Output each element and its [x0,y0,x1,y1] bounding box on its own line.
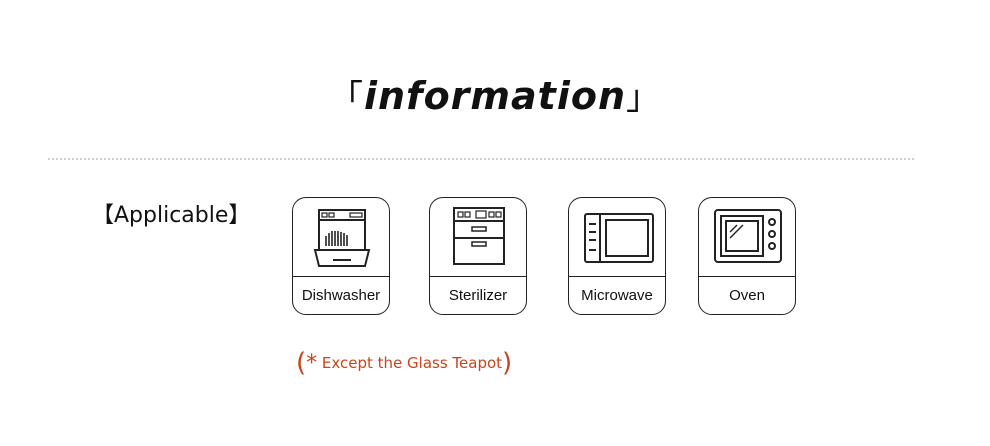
dishwasher-icon [293,198,389,276]
exception-note: (* Except the Glass Teapot) [296,348,512,378]
appliance-label: Microwave [569,276,665,314]
appliance-card-microwave: Microwave [568,197,666,315]
appliance-card-oven: Oven [698,197,796,315]
appliance-label: Dishwasher [293,276,389,314]
note-open-paren: ( [296,348,307,378]
appliance-card-dishwasher: Dishwasher [292,197,390,315]
microwave-icon [569,198,665,276]
appliance-card-sterilizer: Sterilizer [429,197,527,315]
note-text: Except the Glass Teapot [317,354,503,372]
dotted-divider [48,158,914,160]
applicable-label: 【Applicable】 [92,203,251,228]
title-close-bracket: 」 [626,78,662,118]
page-title: 「information」 [0,70,990,119]
title-open-bracket: 「 [328,78,364,118]
note-close-paren: ) [502,348,513,378]
oven-icon [699,198,795,276]
sterilizer-icon [430,198,526,276]
title-text: information [363,74,627,118]
appliance-label: Sterilizer [430,276,526,314]
asterisk-icon: * [306,351,318,376]
appliance-label: Oven [699,276,795,314]
